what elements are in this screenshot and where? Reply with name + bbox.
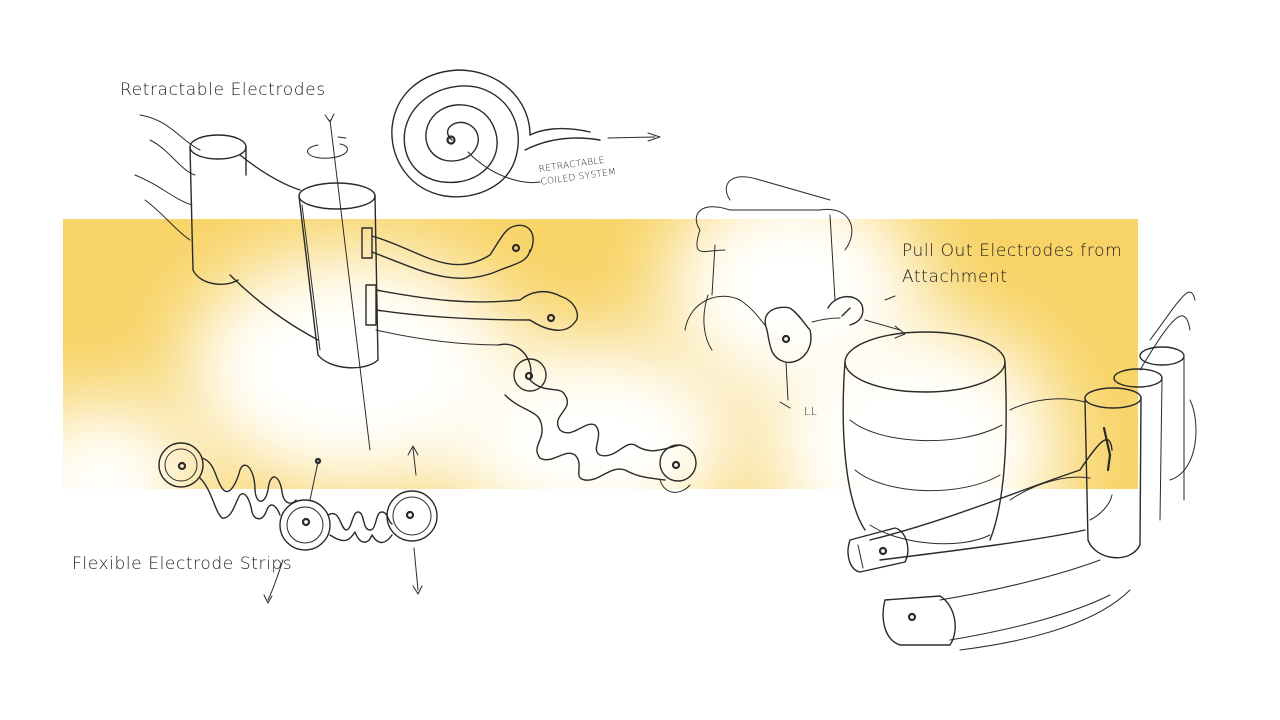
- pull-out-attachment: [685, 177, 905, 408]
- flexible-electrode-strip: [159, 443, 437, 603]
- label-flexible-electrode-strips: Flexible Electrode Strips: [72, 554, 292, 574]
- large-electrode-unit: [843, 292, 1196, 650]
- label-pull-out-electrodes: Pull Out Electrodes from Attachment: [902, 238, 1142, 290]
- label-retractable-electrodes: Retractable Electrodes: [120, 80, 326, 100]
- coiled-system-spiral: [392, 70, 660, 197]
- zigzag-electrode-strip: [498, 344, 696, 492]
- label-ll-marker: LL: [804, 405, 817, 418]
